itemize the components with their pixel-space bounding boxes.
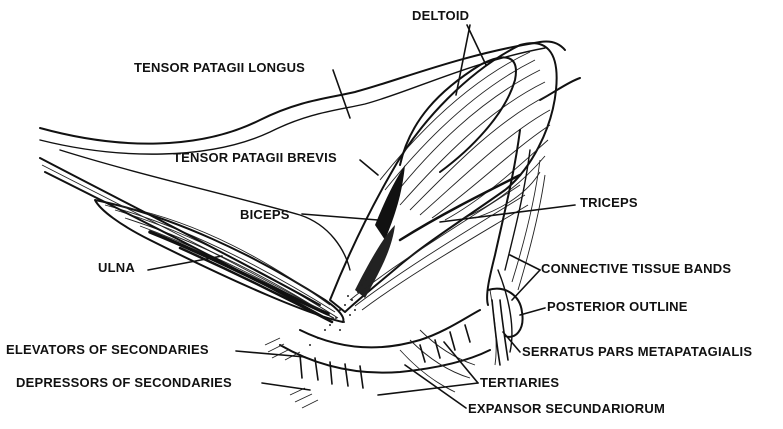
label-biceps: BICEPS: [240, 207, 290, 222]
label-ulna: ULNA: [98, 260, 135, 275]
tensor-brevis-leader: [360, 160, 378, 175]
secondaries-region: [265, 310, 490, 408]
connective-leader-1: [510, 255, 540, 270]
posterior-leader: [520, 308, 545, 315]
label-tertiaries: TERTIARIES: [480, 375, 559, 390]
deltoid-leader-1: [467, 25, 486, 65]
label-elevators-of-secondaries: ELEVATORS OF SECONDARIES: [6, 342, 209, 357]
connective-leader-2: [512, 270, 540, 300]
triceps-leader: [440, 205, 575, 222]
labels: DELTOID TENSOR PATAGII LONGUS TENSOR PAT…: [6, 8, 752, 416]
shoulder-outline: [540, 78, 580, 100]
label-expansor-secundariorum: EXPANSOR SECUNDARIORUM: [468, 401, 665, 416]
label-serratus-pars-metapatagialis: SERRATUS PARS METAPATAGIALIS: [522, 344, 752, 359]
ulna-bone: [40, 158, 322, 316]
expansor-leader: [405, 365, 466, 408]
label-depressors-of-secondaries: DEPRESSORS OF SECONDARIES: [16, 375, 232, 390]
label-tensor-patagii-longus: TENSOR PATAGII LONGUS: [134, 60, 305, 75]
tertiaries-leader-1: [444, 342, 478, 383]
label-tensor-patagii-brevis: TENSOR PATAGII BREVIS: [173, 150, 337, 165]
upper-arm-muscles: [309, 43, 557, 346]
label-connective-tissue-bands: CONNECTIVE TISSUE BANDS: [541, 261, 731, 276]
label-posterior-outline: POSTERIOR OUTLINE: [547, 299, 688, 314]
label-deltoid: DELTOID: [412, 8, 469, 23]
label-triceps: TRICEPS: [580, 195, 638, 210]
serratus-lines: [492, 300, 508, 365]
tertiaries-leader-2: [378, 383, 478, 395]
depressors-leader: [262, 383, 310, 390]
